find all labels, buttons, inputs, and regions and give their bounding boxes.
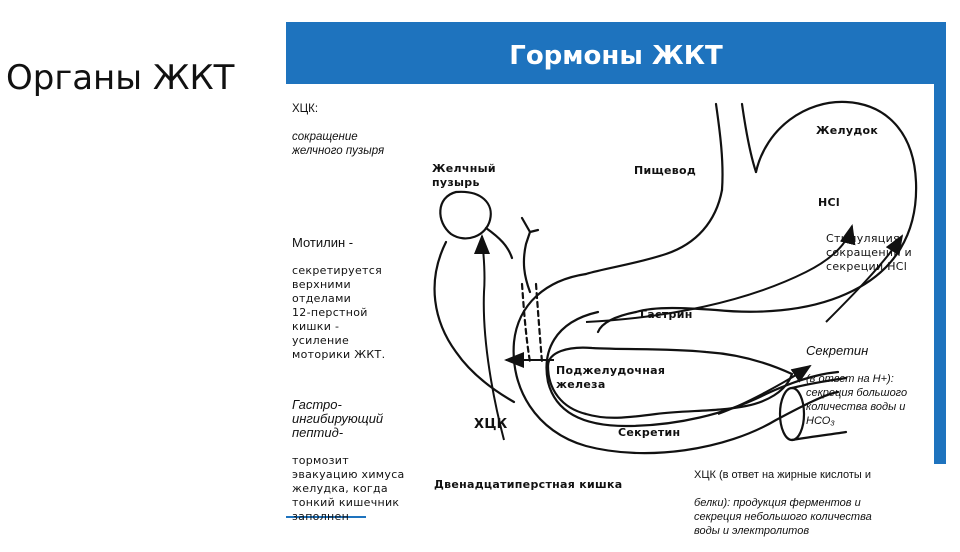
- esophagus-outline: [714, 102, 724, 192]
- duodenum-inner: [545, 310, 840, 428]
- digestive-anatomy-drawing: [433, 100, 918, 455]
- duodenum-outer: [512, 272, 840, 455]
- hcl-label: HCl: [818, 196, 840, 209]
- esophagus-label: Пищевод: [634, 164, 697, 177]
- gastrin-label: Гастрин: [640, 308, 693, 321]
- arrow-cck-to-gallbladder: [474, 234, 505, 441]
- gip-label: Гастро- ингибирующий пептид- тормозит эв…: [292, 384, 405, 538]
- common-bile-duct-2: [534, 282, 544, 364]
- cck-arrow-label: ХЦК: [474, 417, 508, 432]
- secretin-name: Секретин: [806, 343, 869, 358]
- gip-name: Гастро- ингибирующий пептид-: [292, 397, 384, 440]
- esophagus-outline-inner: [740, 102, 758, 174]
- motilin-label: Мотилин - секретируется верхними отделам…: [292, 222, 385, 376]
- arrow-secretin-to-pancreas: [717, 364, 812, 415]
- cck-bottom-label: ХЦК (в ответ на жирные кислоты и белки):…: [694, 454, 872, 552]
- pancreas-label: Поджелудочная железа: [556, 364, 666, 391]
- header-bar: [286, 22, 946, 84]
- cck-top-name: ХЦК:: [292, 103, 319, 115]
- gallbladder-label: Желчный пузырь: [432, 162, 496, 189]
- secretin-label: Секретин (в ответ на Н+): секреция больш…: [806, 330, 907, 442]
- side-stripe: [934, 84, 946, 464]
- bottom-rule: [286, 516, 366, 518]
- cck-bottom-name: ХЦК (в ответ на жирные кислоты и: [694, 469, 872, 481]
- intestine-tube: [790, 376, 848, 442]
- gastrin-effect-label: Стимуляция сокращений и секреции HCl: [826, 232, 913, 273]
- cck-top-effect: сокращение желчного пузыря: [292, 131, 385, 157]
- secretin-effect: (в ответ на Н+): секреция большого колич…: [806, 373, 908, 427]
- gip-effect: тормозит эвакуацию химуса желудка, когда…: [292, 454, 405, 523]
- cystic-duct: [484, 226, 514, 260]
- stomach-label: Желудок: [816, 124, 879, 137]
- pylorus: [596, 310, 638, 334]
- gallbladder-outline: [439, 190, 492, 240]
- motilin-name: Мотилин -: [292, 235, 354, 250]
- bile-duct-upper: [520, 216, 540, 294]
- secretin-arrow-label: Секретин: [618, 426, 681, 439]
- pancreas-outline: [546, 346, 794, 419]
- stomach-inner-curve: [584, 188, 724, 276]
- arrow-hcl-out: [825, 234, 904, 323]
- panel-title: Гормоны ЖКТ: [509, 41, 723, 71]
- motilin-effect: секретируется верхними отделами 12-перст…: [292, 264, 386, 361]
- cck-bottom-effect: белки): продукция ферментов и секреция н…: [694, 497, 872, 537]
- cck-top-label: ХЦК: сокращение желчного пузыря: [292, 88, 384, 172]
- left-loop: [433, 240, 516, 404]
- stomach-outline: [634, 100, 918, 314]
- duodenum-label: Двенадцатиперстная кишка: [434, 478, 623, 491]
- arrow-gastrin-to-stomach: [585, 224, 856, 323]
- common-bile-duct: [520, 282, 532, 364]
- slide-title: Органы ЖКТ: [6, 58, 235, 98]
- intestine-lumen: [778, 386, 806, 442]
- diagram-panel: Гормоны ЖКТ: [286, 22, 946, 520]
